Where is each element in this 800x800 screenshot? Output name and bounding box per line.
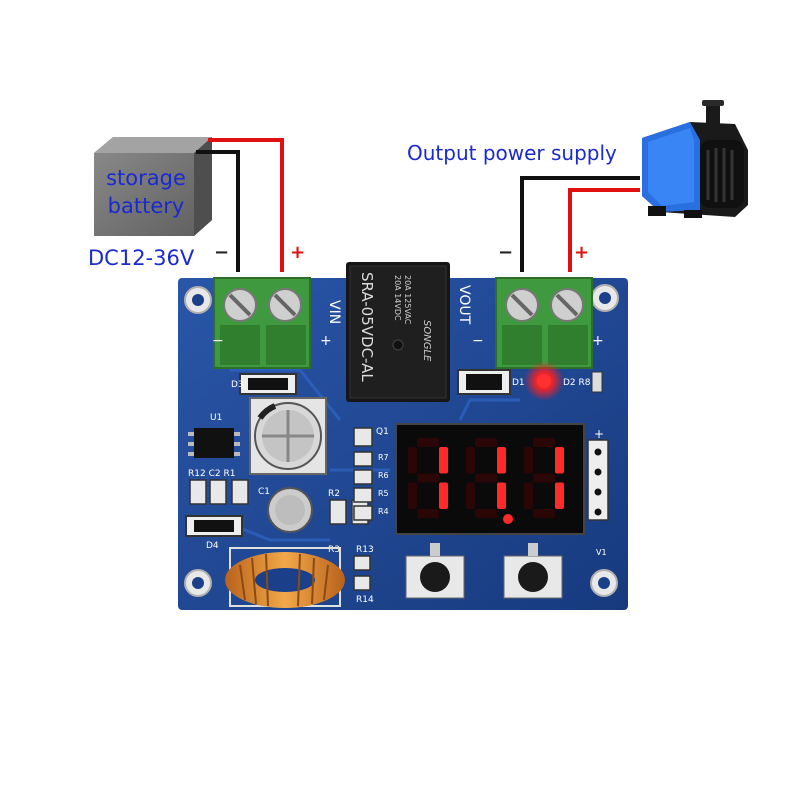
decimal-point [503,514,513,524]
svg-text:R7: R7 [378,453,389,462]
segment-b [555,447,564,474]
vout-plus-mark: + [592,333,604,349]
svg-text:D3: D3 [231,380,244,390]
segment-f [408,447,417,474]
svg-text:R4: R4 [378,507,389,516]
svg-text:U1: U1 [210,413,222,423]
vout-minus-mark: − [472,333,484,349]
relay-rating-1: 20A 14VDC [393,275,402,321]
output-positive-sign: + [574,242,590,263]
svg-text:R13: R13 [356,545,374,555]
output-negative-sign: − [498,242,514,263]
segment-g [475,473,497,483]
segment-g [417,473,439,483]
svg-text:R6: R6 [378,471,389,480]
pump-illustration [642,100,748,218]
output-wires [520,176,640,272]
relay-brand: SONGLE [421,320,432,362]
segment-c [439,482,448,509]
segment-e [466,482,475,509]
svg-text:D4: D4 [206,541,219,551]
segment-d [475,509,497,518]
segment-a [533,438,555,447]
segment-a [417,438,439,447]
svg-text:R2: R2 [328,489,340,499]
svg-text:R12 C2 R1: R12 C2 R1 [188,469,235,479]
svg-text:V1: V1 [596,548,607,557]
vin-label: VIN [326,300,342,324]
segment-d [417,509,439,518]
segment-c [497,482,506,509]
electrolytic-capacitor [249,397,327,475]
segment-d [533,509,555,518]
segment-f [466,447,475,474]
segment-f [524,447,533,474]
svg-text:D2 R8: D2 R8 [563,378,591,388]
svg-text:D1: D1 [512,378,525,388]
svg-text:R3: R3 [328,545,340,555]
svg-text:R14: R14 [356,595,374,605]
input-wires [196,138,284,272]
relay-model: SRA-05VDC-AL [358,272,376,382]
input-negative-sign: − [214,242,230,263]
pcb-board: VIN VOUT + − − + SRA-05VDC-AL 20A 14VDC … [178,262,628,610]
vout-label: VOUT [456,285,472,325]
segment-b [439,447,448,474]
svg-text:Q1: Q1 [376,427,389,437]
segment-e [524,482,533,509]
battery-label: storage battery [96,164,196,220]
vin-minus-mark: − [212,333,224,349]
segment-b [497,447,506,474]
output-supply-label: Output power supply [407,141,617,165]
battery-label-line2: battery [107,194,185,218]
battery-label-line1: storage [106,166,186,190]
input-positive-sign: + [290,242,306,263]
button-left [405,543,465,599]
battery-illustration [94,137,212,236]
input-terminal [213,277,311,369]
segment-c [555,482,564,509]
svg-text:+: + [594,427,604,441]
input-voltage-label: DC12-36V [88,246,195,270]
relay-rating-2: 20A 125VAC [403,275,412,325]
segment-a [475,438,497,447]
svg-text:R5: R5 [378,489,389,498]
segment-e [408,482,417,509]
output-terminal [495,277,593,369]
button-right [503,543,563,599]
relay: SRA-05VDC-AL 20A 14VDC 20A 125VAC SONGLE [346,262,450,402]
toroid-inductor [225,547,345,608]
seven-segment-display [395,423,585,535]
svg-text:C1: C1 [258,487,270,497]
segment-g [533,473,555,483]
vin-plus-mark: + [320,333,332,349]
